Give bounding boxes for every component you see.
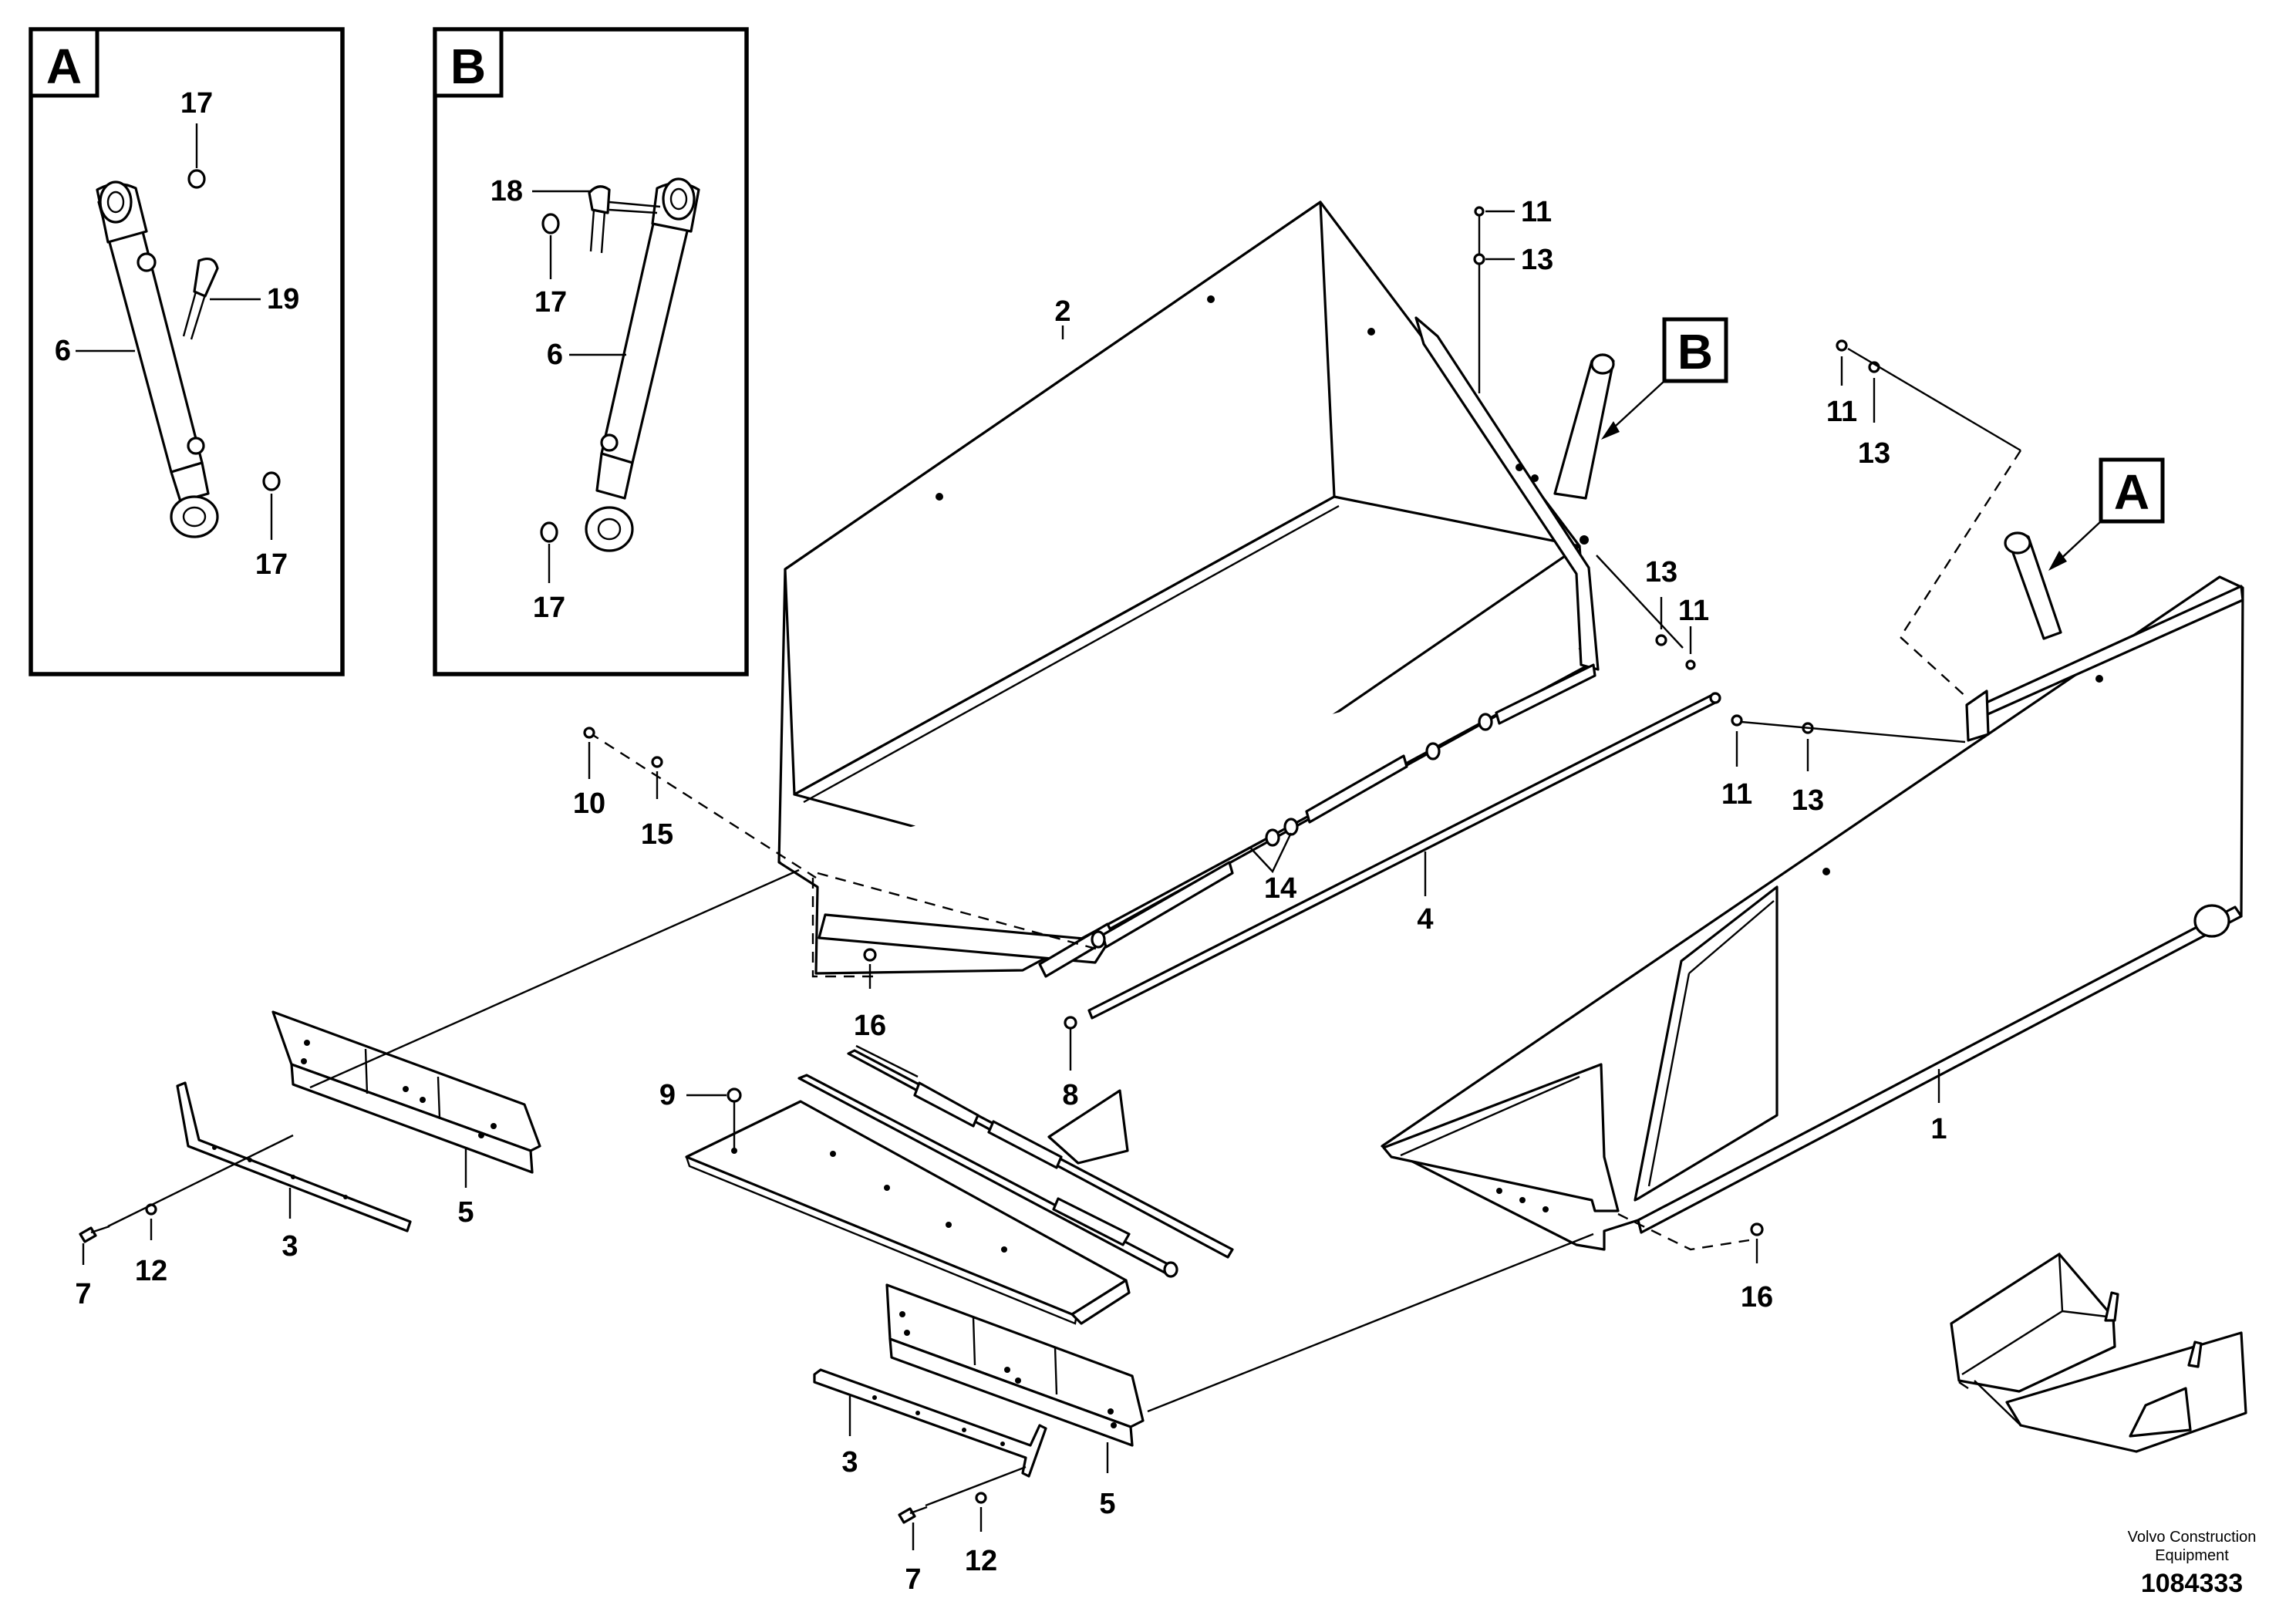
callout-3-bottom: 3 <box>841 1446 858 1479</box>
callout-1: 1 <box>1930 1113 1947 1145</box>
callout-7-left: 7 <box>75 1278 91 1310</box>
callout-19-a: 19 <box>267 283 299 315</box>
callout-13-top: 13 <box>1521 244 1553 276</box>
floor-plate-assembly <box>685 1044 1234 1325</box>
callout-5-bottom: 5 <box>1099 1488 1115 1520</box>
callout-17-a-top: 17 <box>180 87 213 120</box>
callout-17-b-bottom: 17 <box>533 592 565 624</box>
pin-rod-part-4 <box>1087 692 1721 1020</box>
hydraulic-cylinder-a <box>96 169 281 538</box>
bucket-body-part-2 <box>777 201 1615 978</box>
cutting-edge-part-3-bottom <box>813 1368 1047 1478</box>
callout-7-bottom: 7 <box>905 1563 921 1596</box>
callout-13-lower: 13 <box>1792 784 1824 817</box>
callout-5-left: 5 <box>457 1196 474 1229</box>
callout-11-lower: 11 <box>1721 778 1752 811</box>
callout-11-right: 11 <box>1826 396 1857 428</box>
callout-16-right: 16 <box>1741 1281 1773 1313</box>
callout-13-mid: 13 <box>1645 556 1677 588</box>
callout-16-left: 16 <box>854 1010 886 1042</box>
callout-12-left: 12 <box>135 1255 167 1287</box>
brand-line-1: Volvo Construction <box>2128 1529 2257 1546</box>
overview-thumbnail <box>1950 1252 2247 1453</box>
callout-13-right: 13 <box>1858 437 1890 470</box>
callout-12-bottom: 12 <box>965 1545 997 1577</box>
callout-14: 14 <box>1264 872 1296 905</box>
detail-view-a-tag: A <box>46 39 82 94</box>
cutting-edge-part-3-left <box>176 1081 412 1233</box>
detail-view-b-tag: B <box>450 39 486 94</box>
callout-9: 9 <box>659 1079 676 1111</box>
brand-line-2: Equipment <box>2155 1547 2229 1564</box>
callout-11-top: 11 <box>1521 196 1552 228</box>
view-tag-a: A <box>2114 464 2149 520</box>
wear-plate-part-5-bottom <box>885 1283 1145 1447</box>
callout-11-mid: 11 <box>1678 595 1709 627</box>
callout-15: 15 <box>641 818 673 851</box>
callout-3-left: 3 <box>282 1230 298 1263</box>
callout-6-b: 6 <box>547 339 563 371</box>
callout-17-b-top: 17 <box>534 286 567 319</box>
document-number: 1084333 <box>2141 1569 2243 1598</box>
callout-8: 8 <box>1062 1079 1078 1111</box>
callout-2: 2 <box>1054 295 1070 328</box>
callout-17-a-bottom: 17 <box>255 548 288 581</box>
detail-view-a: A 17 19 6 17 <box>29 27 345 676</box>
detail-view-b: B 18 17 6 17 <box>433 27 749 676</box>
view-tag-b: B <box>1677 324 1713 379</box>
hydraulic-cylinder-b <box>540 177 700 552</box>
callout-10: 10 <box>573 787 605 820</box>
callout-4: 4 <box>1417 903 1433 936</box>
callout-18-b: 18 <box>491 175 523 207</box>
wear-plate-part-5-left <box>271 1010 541 1174</box>
callout-6-a: 6 <box>55 335 71 367</box>
